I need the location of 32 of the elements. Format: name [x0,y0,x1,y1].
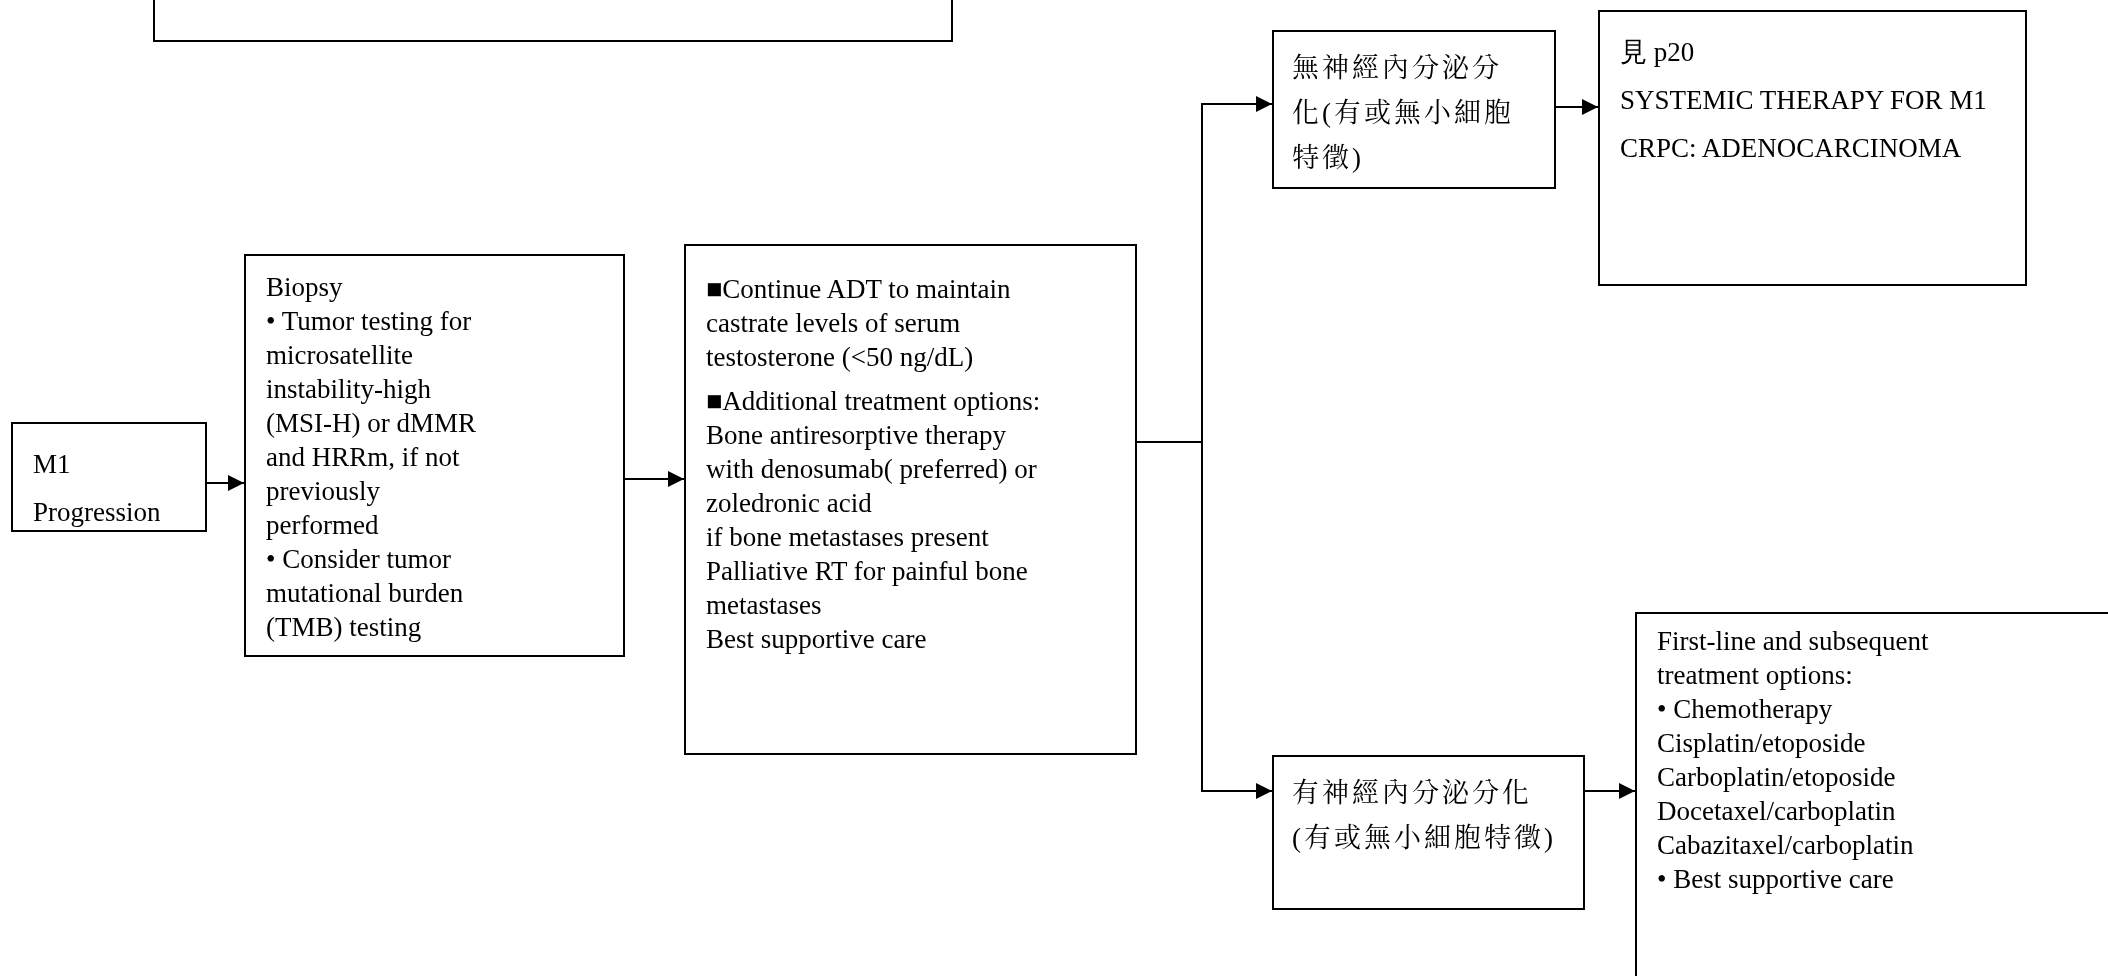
box-text: First-line and subsequent treatment options: [1657,625,1930,692]
process-box [1272,30,1556,189]
arrow [624,471,685,487]
box-text: • Tumor testing for microsatellite instability-high (MSI-H) or dMMR and HRRm, if not previously performed [266,305,477,542]
box-text: Docetaxel/carboplatin [1657,795,1897,828]
arrow [1584,783,1636,799]
process-box [684,244,1137,755]
box-text: M1 Progression [33,448,162,529]
process-box [1272,755,1585,910]
arrow [1555,99,1599,115]
box-text: 無神經內分泌分化(有或無小細胞特徵) [1292,52,1515,175]
box-text: Best supportive care [706,623,928,656]
box-text: 見 p20 [1620,36,1696,69]
box-text: • Best supportive care [1657,863,1895,896]
process-box [244,254,625,657]
box-text: Biopsy [266,271,344,304]
box-text: Carboplatin/etoposide [1657,761,1897,794]
box-text: Palliative RT for painful bone metastases [706,555,1029,622]
box-text: 有神經內分泌分化(有或無小細胞特徵) [1292,777,1557,855]
box-text: if bone metastases present [706,521,990,554]
process-box [1598,10,2027,286]
process-box [11,422,207,532]
box-text: Cisplatin/etoposide [1657,727,1867,760]
box-text: SYSTEMIC THERAPY FOR M1 CRPC: ADENOCARCINOMA [1620,84,1988,165]
arrow [1136,441,1273,799]
box-text: • Chemotherapy [1657,693,1834,726]
box-text: Cabazitaxel/carboplatin [1657,829,1915,862]
process-box [1635,612,2108,976]
box-text: ■Continue ADT to maintain castrate levels of serum testosterone (<50 ng/dL) [706,273,1012,374]
box-text: • Consider tumor mutational burden (TMB) testing [266,543,465,644]
box-text: ■Additional treatment options: [706,385,1042,418]
arrow [206,475,245,491]
